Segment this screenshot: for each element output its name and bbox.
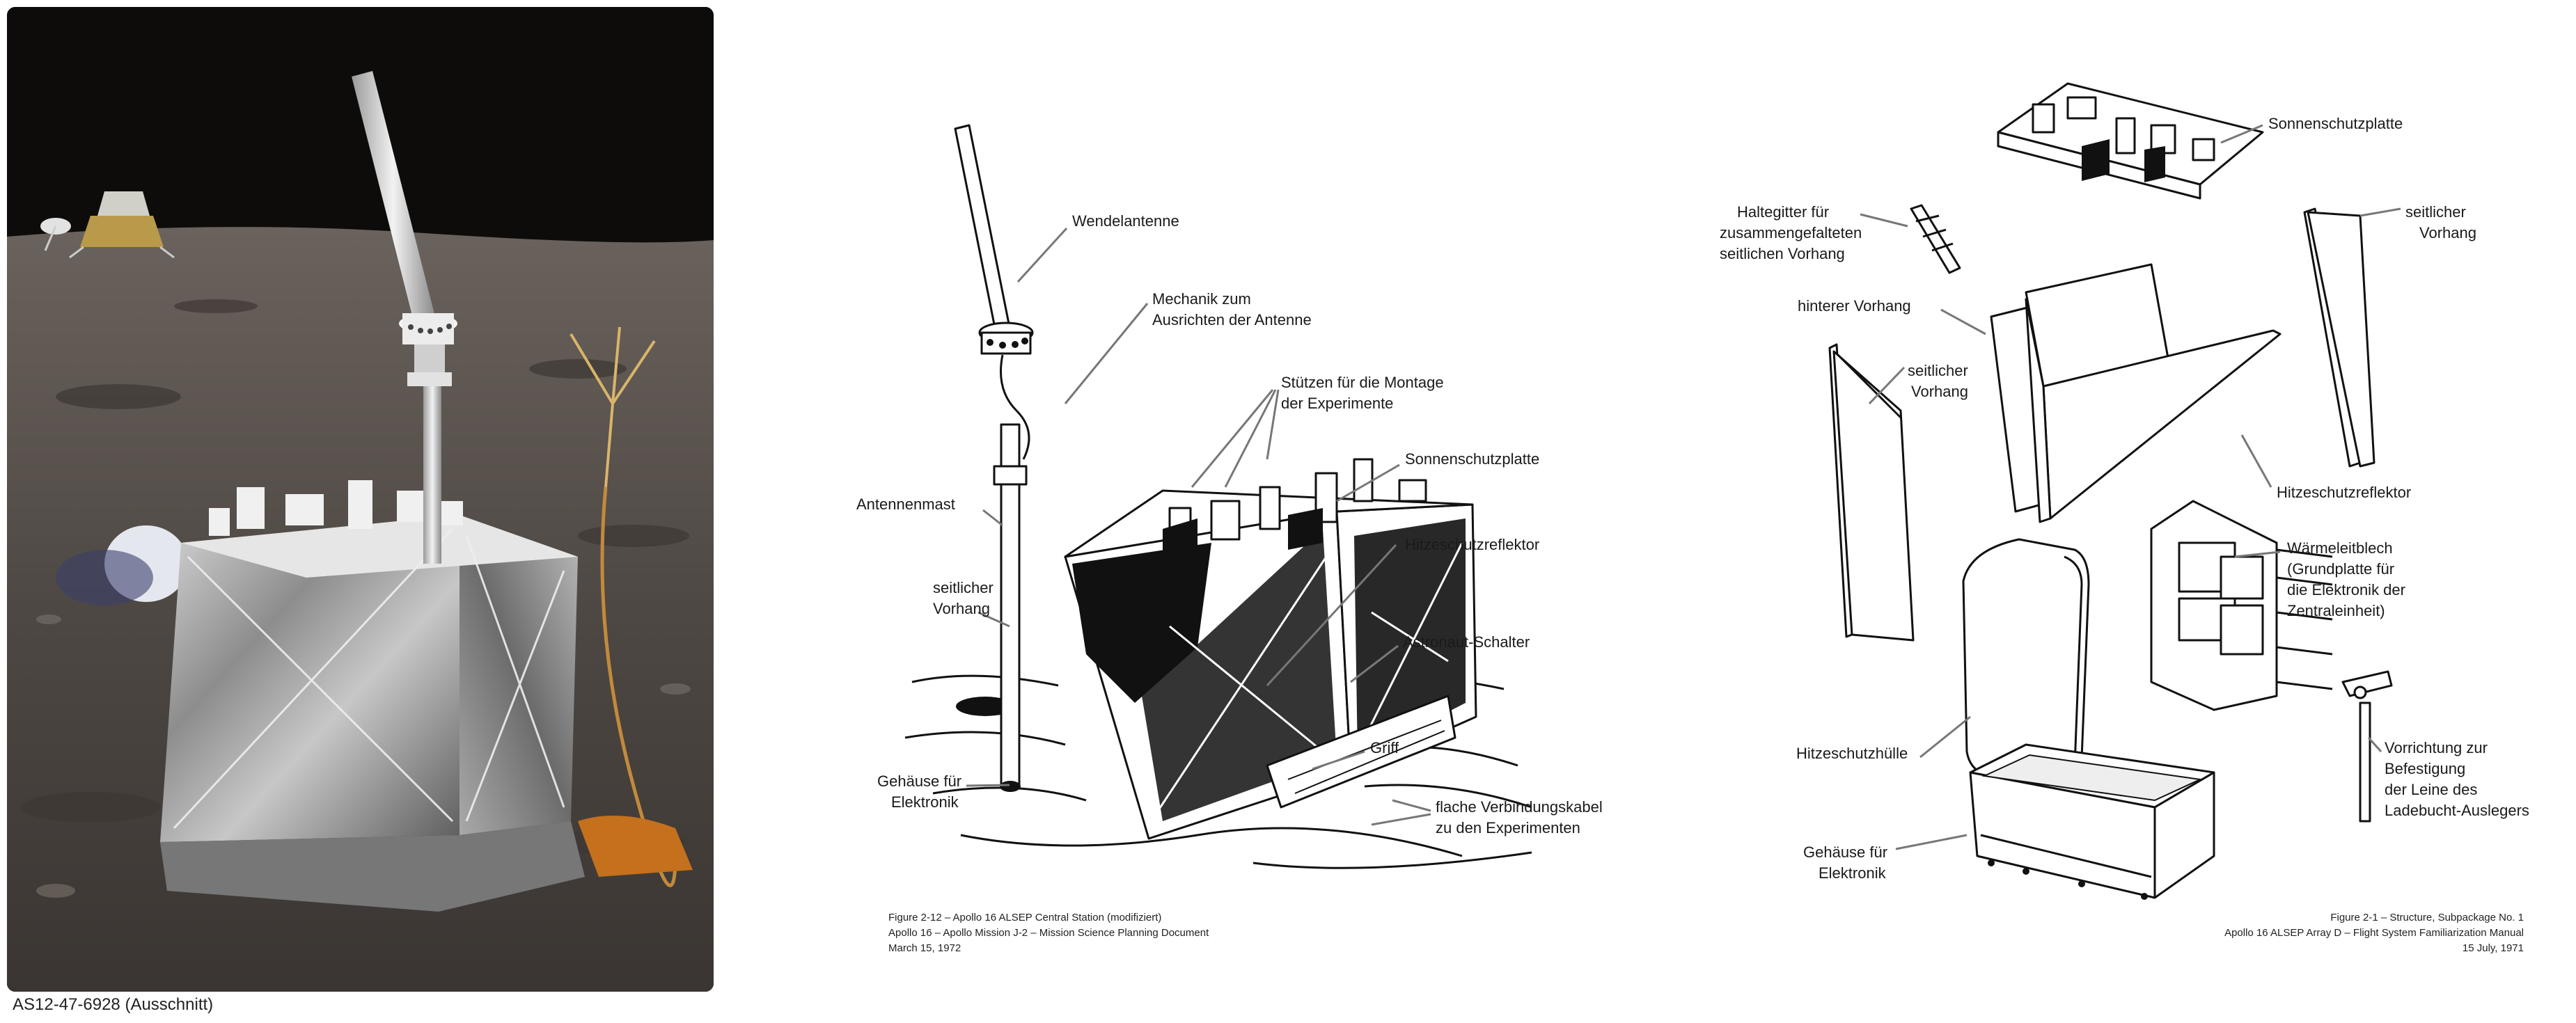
label-griff: Griff	[1370, 739, 1399, 756]
heat-shield-cover-drawing	[1962, 538, 2090, 777]
lunar-surface-photo	[7, 7, 714, 992]
label-waerme-4: Zentraleinheit)	[2287, 602, 2385, 619]
photo-illustration	[7, 7, 714, 992]
label-waerme-2: (Grundplatte für	[2287, 560, 2394, 578]
source-r-line-3: 15 July, 1971	[2463, 942, 2524, 954]
label-sonnenschutzplatte: Sonnenschutzplatte	[1405, 450, 1539, 468]
experiment-mounts	[1163, 458, 1427, 557]
label-gehaeuse-r-2: Elektronik	[1819, 864, 1887, 882]
crater-sketch	[956, 697, 1014, 716]
source-line-2: Apollo 16 – Apollo Mission J-2 – Mission…	[888, 927, 1209, 939]
callout-leaders-right	[1860, 124, 2401, 850]
label-gehaeuse-1: Gehäuse für	[877, 772, 961, 790]
source-r-line-2: Apollo 16 ALSEP Array D – Flight System …	[2224, 927, 2524, 939]
label-gehaeuse-r-1: Gehäuse für	[1803, 843, 1887, 861]
electronics-housing-drawing	[1969, 743, 2215, 900]
label-waerme-3: die Elektronik der	[2287, 581, 2405, 598]
source-line-3: March 15, 1972	[888, 942, 961, 954]
label-antennenmast: Antennenmast	[856, 495, 955, 513]
helix-antenna-icon	[352, 71, 457, 386]
label-vorhang-r-2: Vorhang	[2419, 224, 2476, 241]
label-sonnenschutzplatte-r: Sonnenschutzplatte	[2268, 115, 2403, 132]
label-haltegitter-2: zusammengefalteten	[1720, 224, 1862, 241]
callout-leaders	[966, 227, 1431, 826]
label-astronaut-schalter: Astronaut-Schalter	[1403, 633, 1530, 651]
exploded-structure-diagram: Sonnenschutzplatte Haltegitter für zusam…	[1720, 82, 2529, 954]
label-mechanik-1: Mechanik zum	[1152, 290, 1251, 308]
label-vorrichtung-1: Vorrichtung zur	[2385, 739, 2488, 756]
label-hitzeschutzreflektor-r: Hitzeschutzreflektor	[2277, 484, 2411, 501]
label-kabel-2: zu den Experimenten	[1436, 819, 1580, 836]
label-kabel-1: flache Verbindungskabel	[1436, 798, 1603, 816]
label-vorrichtung-3: der Leine des	[2385, 781, 2477, 798]
label-vorhang-1: seitlicher	[933, 579, 994, 596]
lanyard-fitting-drawing	[2341, 670, 2393, 823]
label-vorrichtung-4: Ladebucht-Auslegers	[2385, 802, 2529, 819]
label-stuetzen-2: der Experimente	[1281, 395, 1393, 412]
label-wendelantenne: Wendelantenne	[1072, 212, 1179, 230]
retaining-grid-drawing	[1910, 204, 1961, 274]
source-r-line-1: Figure 2-1 – Structure, Subpackage No. 1	[2330, 912, 2524, 923]
label-mechanik-2: Ausrichten der Antenne	[1152, 311, 1312, 328]
central-station-diagram: Wendelantenne Mechanik zum Ausrichten de…	[856, 124, 1603, 954]
helix-antenna-drawing	[954, 124, 1034, 792]
label-vorrichtung-2: Befestigung	[2385, 760, 2465, 777]
label-vorhang-r-1: seitlicher	[2405, 203, 2466, 221]
experiment-tripod-icon	[570, 326, 656, 488]
label-hitzeschutzreflektor: Hitzeschutzreflektor	[1405, 536, 1539, 553]
label-stuetzen-1: Stützen für die Montage	[1281, 374, 1444, 391]
label-gehaeuse-2: Elektronik	[891, 793, 959, 811]
thermal-plate-electronics-drawing	[2150, 500, 2333, 711]
lunar-module-icon	[40, 191, 175, 259]
photo-caption: AS12-47-6928 (Ausschnitt)	[13, 995, 214, 1014]
source-line-1: Figure 2-12 – Apollo 16 ALSEP Central St…	[888, 912, 1161, 923]
label-hitzeschutzhuelle: Hitzeschutzhülle	[1796, 745, 1908, 762]
label-haltegitter-3: seitlichen Vorhang	[1720, 245, 1845, 262]
label-vorhang-l-1: seitlicher	[1908, 362, 1968, 379]
label-vorhang-2: Vorhang	[933, 600, 990, 617]
label-haltegitter-1: Haltegitter für	[1737, 203, 1829, 221]
label-vorhang-l-2: Vorhang	[1911, 383, 1968, 400]
label-waerme-1: Wärmeleitblech	[2287, 539, 2393, 557]
sunshield-plate-drawing	[1997, 82, 2264, 200]
label-hinterer-vorhang: hinterer Vorhang	[1798, 297, 1911, 315]
